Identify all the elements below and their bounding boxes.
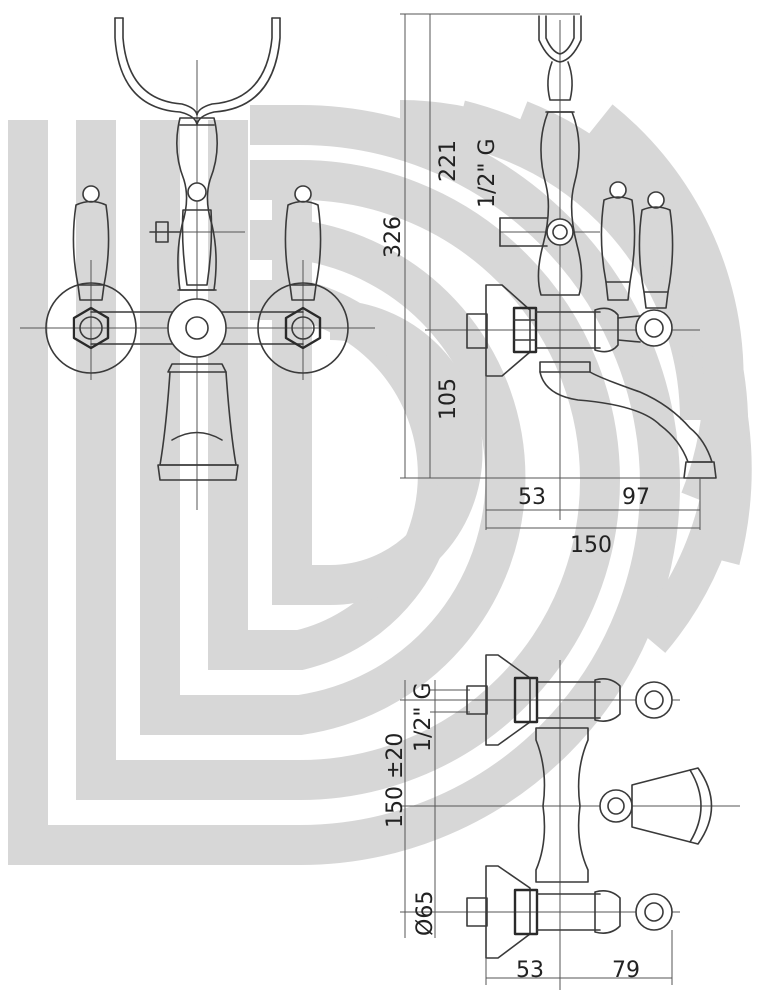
- dim-centres: 150 ±20: [383, 733, 408, 828]
- dim-221: 221: [436, 140, 461, 182]
- dim-326: 326: [381, 216, 406, 258]
- top-view: [400, 654, 740, 990]
- dim-79: 79: [612, 958, 640, 983]
- dim-inlet-thread-top: 1/2" G: [411, 682, 436, 752]
- side-view: [400, 13, 717, 530]
- dim-105: 105: [436, 378, 461, 420]
- watermark-logo: [8, 100, 752, 865]
- dim-150: 150: [570, 533, 612, 558]
- front-view: [20, 17, 375, 510]
- dim-flange-diameter: Ø65: [413, 891, 438, 936]
- dim-97: 97: [622, 485, 650, 510]
- dim-inlet-thread-side: 1/2" G: [475, 138, 500, 208]
- dim-53-side: 53: [518, 485, 546, 510]
- dim-53-top: 53: [516, 958, 544, 983]
